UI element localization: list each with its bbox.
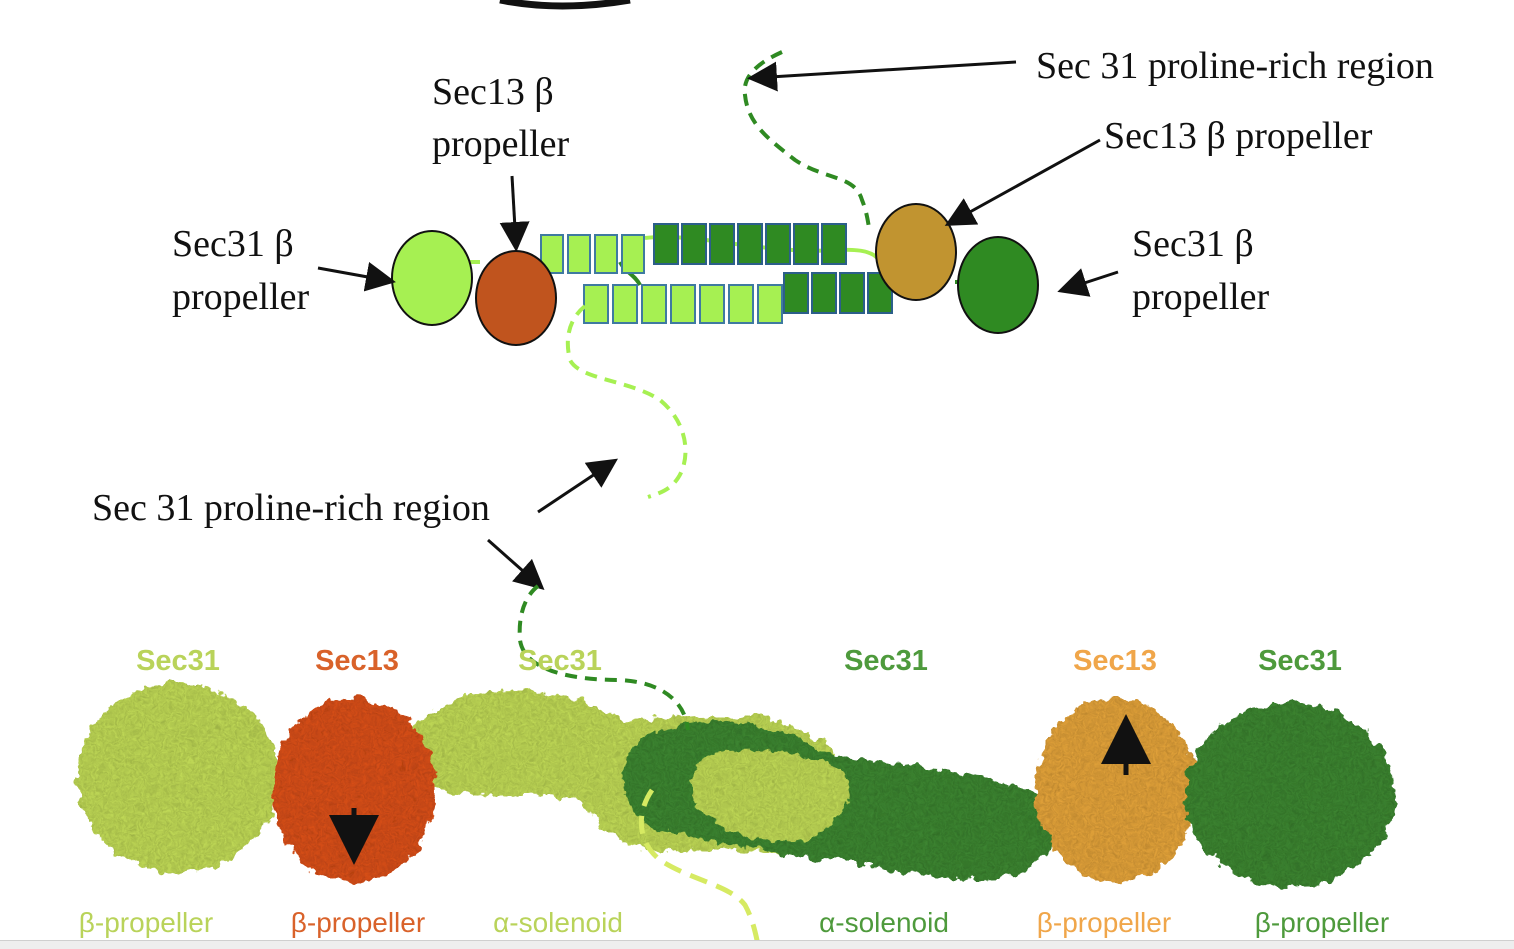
label-sec31-right: Sec31 β [1132,223,1254,265]
rod-block [594,234,618,274]
arrow [1057,268,1119,297]
rod-block [737,223,763,265]
structure-label-bottom: β-propeller [79,907,213,938]
rod-block [641,284,667,324]
rod-block [621,234,645,274]
surface-structure: Sec31 Sec13 Sec31 Sec31 Sec13 Sec31 β-pr… [78,584,1395,946]
surface-sec31-solenoid-light-overlap [692,749,848,841]
schematic-diagram: Sec31 β propeller Sec13 β propeller Sec … [92,45,1434,590]
rod-block [821,223,847,265]
structure-label-top: Sec31 [518,645,602,677]
structure-label-top: Sec13 [1073,645,1157,677]
rod-block [839,272,865,314]
sec13-gold-propeller [875,203,957,301]
rod-block [783,272,809,314]
arrow [317,261,396,292]
rod-block [681,223,707,265]
sec31-light-rod-bottom [583,284,783,324]
sec31-light-propeller [391,230,473,326]
rod-block [583,284,609,324]
structure-label-top: Sec31 [844,645,928,677]
rod-block [653,223,679,265]
arrow [537,458,618,514]
structure-label-bottom: α-solenoid [493,907,623,938]
label-prolinerich-top: Sec 31 proline-rich region [1036,45,1434,87]
sec31-dark-rod-bottom [783,272,893,314]
prolinerich-dark-dashed [742,50,872,233]
bottom-divider [0,940,1514,949]
rod-block [728,284,754,324]
structure-label-top: Sec31 [136,645,220,677]
surface-sec13-propeller-orange [272,698,436,882]
structure-label-bottom: β-propeller [1255,907,1389,938]
structure-label-top: Sec13 [315,645,399,677]
label-sec31-left-2: propeller [172,276,310,318]
rod-block [811,272,837,314]
rod-block [793,223,819,265]
sec13-rust-propeller [475,250,557,346]
structure-label-bottom: α-solenoid [819,907,949,938]
rod-block [757,284,783,324]
structure-label-bottom: β-propeller [1037,907,1171,938]
arrow [944,138,1101,226]
arrow [499,175,530,252]
label-prolinerich-bottom: Sec 31 proline-rich region [92,487,490,529]
surface-sec31-propeller-left [78,683,278,873]
rod-block [670,284,696,324]
rod-block [567,234,591,274]
label-sec31-right-2: propeller [1132,276,1270,318]
label-sec13-right: Sec13 β propeller [1104,115,1373,157]
structure-dashed-light [638,788,761,946]
arrow [487,538,545,590]
structure-dashed-dark [517,584,690,731]
top-arc-fragment [499,0,631,10]
sec31-light-rod-top [540,234,645,274]
structure-top-labels: Sec31 Sec13 Sec31 Sec31 Sec13 Sec31 [136,645,1342,677]
rod-block [709,223,735,265]
surface-sec31-propeller-right [1185,703,1395,887]
sec31-dark-propeller [957,236,1039,334]
rod-block [699,284,725,324]
surface-sec13-propeller-gold [1036,698,1196,882]
structure-label-top: Sec31 [1258,645,1342,677]
label-sec31-left: Sec31 β [172,223,294,265]
rod-block [765,223,791,265]
sec31-dark-rod-top [653,223,847,265]
label-sec13-left: Sec13 β [432,71,554,113]
rod-block [612,284,638,324]
structure-bottom-labels: β-propeller β-propeller α-solenoid α-sol… [79,907,1389,938]
arrow [747,60,1017,92]
rod-block [540,234,564,274]
structure-label-bottom: β-propeller [291,907,425,938]
prolinerich-light-dashed [565,304,688,499]
label-sec13-left-2: propeller [432,123,570,165]
